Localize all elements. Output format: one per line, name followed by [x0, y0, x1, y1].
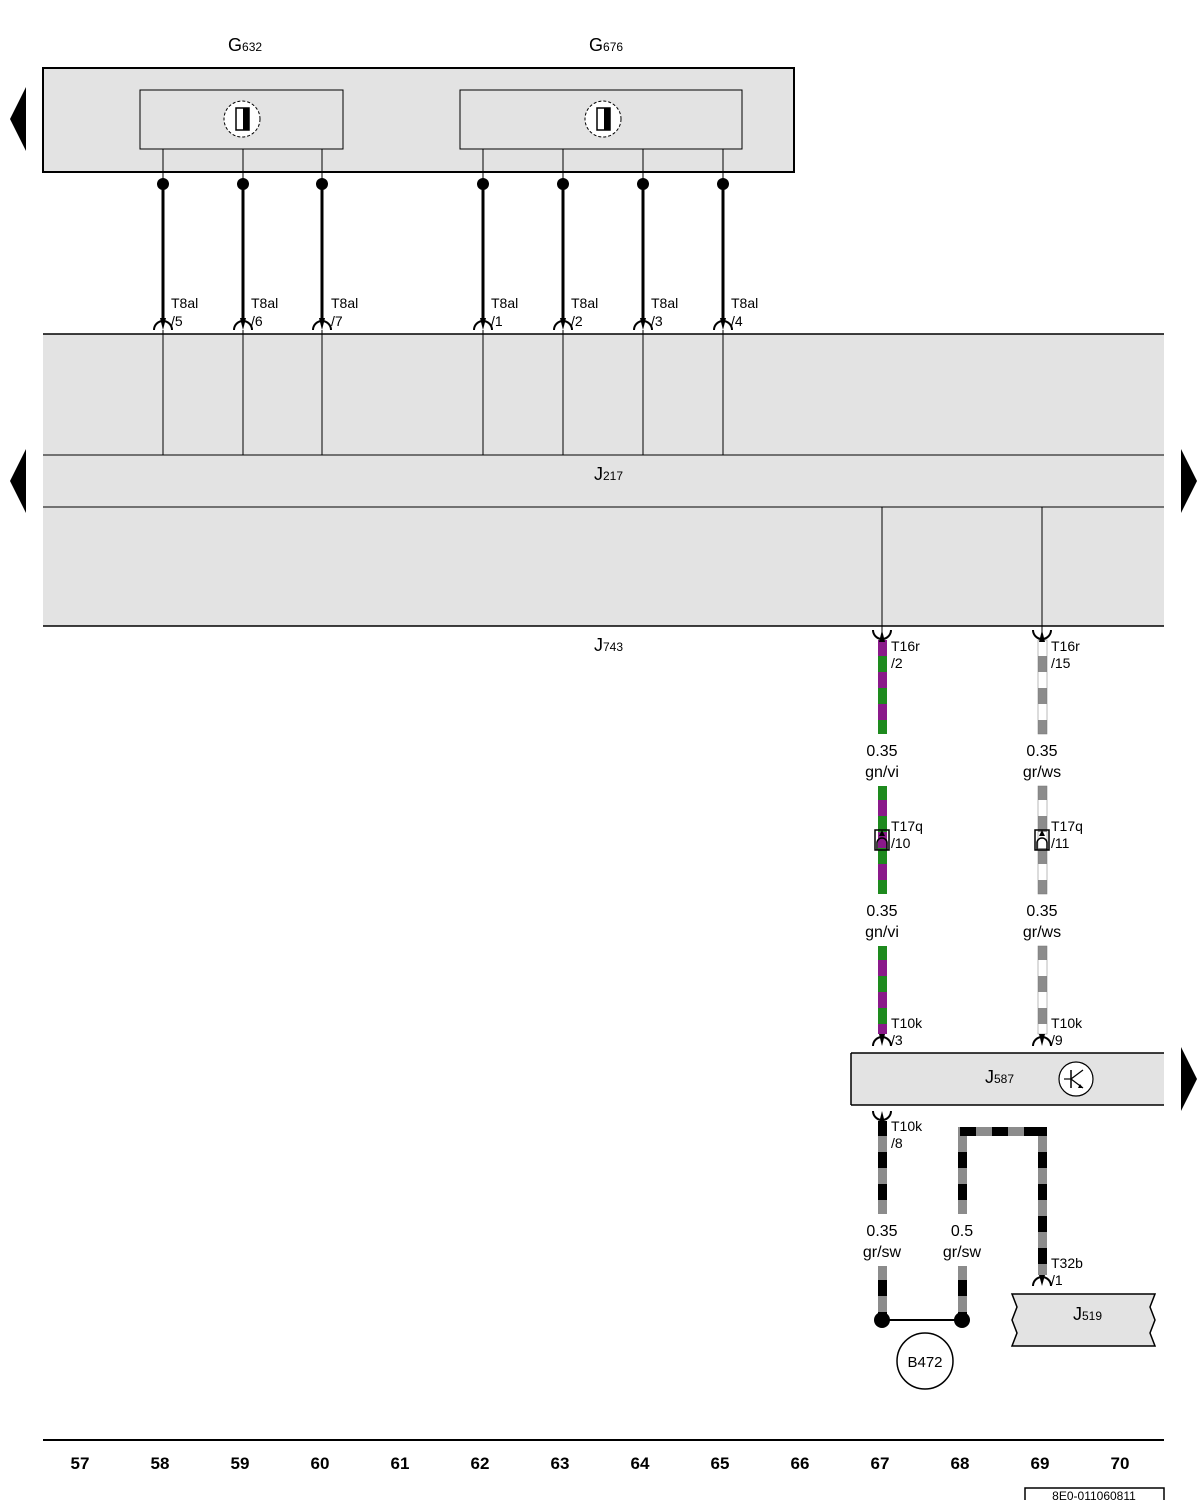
svg-text:T17q: T17q	[1051, 818, 1083, 834]
svg-text:/11: /11	[1051, 835, 1070, 851]
wire-labels: 0.35 gn/vi 0.35 gr/ws 0.35 gn/vi 0.35 gr…	[865, 743, 1061, 941]
svg-text:/3: /3	[891, 1032, 903, 1048]
wire-gr-ws	[1037, 639, 1048, 1035]
column-number: 66	[791, 1454, 810, 1473]
svg-text:G632: G632	[228, 35, 262, 55]
label-j743: J743	[594, 635, 623, 655]
component-j519: J519	[1010, 1293, 1157, 1347]
svg-text:/7: /7	[331, 313, 343, 329]
svg-text:G676: G676	[589, 35, 623, 55]
svg-text:/1: /1	[1051, 1272, 1063, 1288]
svg-text:0.35: 0.35	[1026, 903, 1057, 920]
svg-text:/2: /2	[571, 313, 583, 329]
component-g632: G632	[139, 35, 344, 150]
svg-text:/15: /15	[1051, 655, 1071, 671]
svg-text:0.35: 0.35	[1026, 743, 1057, 760]
page-prev-arrow[interactable]	[10, 449, 26, 513]
svg-text:/10: /10	[891, 835, 911, 851]
svg-text:0.35: 0.35	[866, 743, 897, 760]
connector-t16r: T16r /2 T16r /15	[872, 629, 1080, 671]
label-j217: J217	[594, 464, 623, 484]
page-next-arrow[interactable]	[1181, 1047, 1197, 1111]
connector-t10k-top: T10k /3 T10k /9	[872, 1015, 1083, 1048]
svg-text:/6: /6	[251, 313, 263, 329]
column-number: 58	[151, 1454, 170, 1473]
svg-text:0.5: 0.5	[951, 1223, 973, 1240]
svg-text:T8al: T8al	[491, 295, 518, 311]
column-number: 63	[551, 1454, 570, 1473]
document-id: 8E0-011060811	[1024, 1487, 1165, 1500]
connector-t8al-symbols	[153, 320, 733, 331]
svg-text:gr/sw: gr/sw	[863, 1244, 902, 1261]
svg-text:T32b: T32b	[1051, 1255, 1083, 1271]
connector-t17q: T17q /10 T17q /11	[874, 818, 1083, 851]
column-number: 62	[471, 1454, 490, 1473]
column-number: 70	[1111, 1454, 1130, 1473]
svg-text:T16r: T16r	[891, 638, 920, 654]
page-prev-arrow[interactable]	[10, 87, 26, 151]
column-number: 64	[631, 1454, 650, 1473]
svg-text:T8al: T8al	[331, 295, 358, 311]
svg-text:T8al: T8al	[651, 295, 678, 311]
svg-text:8E0-011060811: 8E0-011060811	[1052, 1489, 1136, 1500]
control-unit-j217-band	[43, 455, 1164, 507]
component-j587: J587	[850, 1052, 1164, 1106]
column-number: 69	[1031, 1454, 1050, 1473]
svg-text:0.35: 0.35	[866, 1223, 897, 1240]
page-next-arrow[interactable]	[1181, 449, 1197, 513]
svg-text:/2: /2	[891, 655, 903, 671]
svg-text:T17q: T17q	[891, 818, 923, 834]
connector-t32b: T32b /1	[1032, 1255, 1083, 1288]
connector-t8al-labels: T8al/5 T8al/6 T8al/7 T8al/1 T8al/2 T8al /…	[171, 295, 758, 329]
svg-text:/9: /9	[1051, 1032, 1063, 1048]
wire-labels: 0.35 gr/sw 0.5 gr/sw	[863, 1223, 982, 1261]
internal-leads	[162, 330, 1043, 632]
svg-text:T8al: T8al	[731, 295, 758, 311]
svg-text:T16r: T16r	[1051, 638, 1080, 654]
column-number: 60	[311, 1454, 330, 1473]
control-unit-upper	[43, 334, 1164, 455]
component-g676: G676	[459, 35, 743, 150]
svg-text:/1: /1	[491, 313, 503, 329]
control-unit-lower	[43, 507, 1164, 626]
svg-text:/3: /3	[651, 313, 663, 329]
transistor-icon	[1058, 1061, 1094, 1097]
svg-text:gr/sw: gr/sw	[943, 1244, 982, 1261]
svg-text:B472: B472	[907, 1354, 942, 1371]
svg-text:T8al: T8al	[171, 295, 198, 311]
wires-t8al	[161, 184, 725, 318]
svg-text:gr/ws: gr/ws	[1023, 924, 1061, 941]
svg-text:T8al: T8al	[251, 295, 278, 311]
svg-text:/4: /4	[731, 313, 743, 329]
column-number: 61	[391, 1454, 410, 1473]
wire-gr-sw	[878, 1121, 1047, 1320]
ground-splice-b472: B472	[874, 1312, 970, 1390]
column-numbers: 57 58 59 60 61 62 63 64 65 66 67 68 69 70	[71, 1454, 1130, 1473]
svg-text:T10k: T10k	[891, 1118, 923, 1134]
svg-text:J519: J519	[1073, 1304, 1102, 1324]
svg-text:gr/ws: gr/ws	[1023, 764, 1061, 781]
svg-text:T10k: T10k	[891, 1015, 923, 1031]
column-number: 65	[711, 1454, 730, 1473]
svg-text:/5: /5	[171, 313, 183, 329]
column-number: 67	[871, 1454, 890, 1473]
connector-t10k-bottom: T10k /8	[872, 1110, 923, 1151]
svg-text:gn/vi: gn/vi	[865, 764, 899, 781]
svg-text:J587: J587	[985, 1067, 1014, 1087]
svg-text:0.35: 0.35	[866, 903, 897, 920]
svg-text:T10k: T10k	[1051, 1015, 1083, 1031]
svg-text:gn/vi: gn/vi	[865, 924, 899, 941]
column-number: 68	[951, 1454, 970, 1473]
wire-gn-vi	[878, 640, 887, 1034]
svg-text:T8al: T8al	[571, 295, 598, 311]
svg-text:/8: /8	[891, 1135, 903, 1151]
splice-dots	[157, 178, 729, 190]
column-number: 59	[231, 1454, 250, 1473]
column-number: 57	[71, 1454, 90, 1473]
